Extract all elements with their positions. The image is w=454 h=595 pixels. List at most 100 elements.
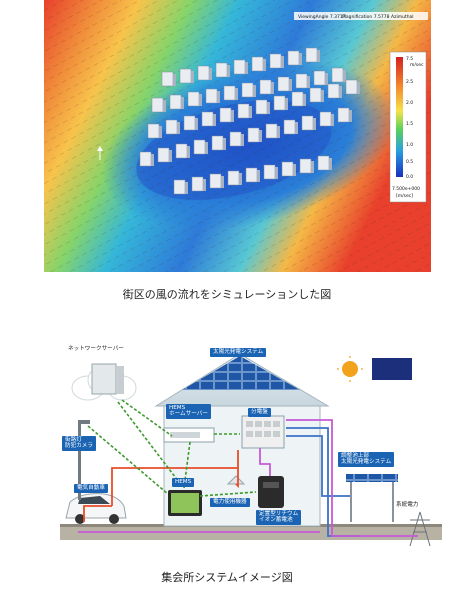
building-shadow (173, 74, 176, 86)
building-block (161, 71, 174, 87)
building-shadow (267, 102, 270, 114)
electric-car-label: 電気自動車 (74, 484, 108, 493)
building-block (233, 59, 246, 75)
building-block (147, 123, 160, 139)
power-devices-label: 電力使用機器 (210, 498, 250, 507)
building-block (247, 127, 260, 143)
building-shadow (199, 94, 202, 106)
building-shadow (263, 59, 266, 71)
building-shadow (343, 70, 346, 82)
solar-system-label: 太陽光発電システム (210, 348, 267, 357)
electric-car-icon (65, 493, 127, 524)
building-shadow (293, 164, 296, 176)
building-shadow (289, 79, 292, 91)
magnification-readout: Magnification 7.5778 (342, 14, 390, 20)
building-blocks (139, 47, 360, 195)
legend-tick: 2.0 (406, 100, 413, 106)
system-caption: 集会所システムイメージ図 (161, 571, 293, 584)
building-block (281, 161, 294, 177)
legend-tick: 1.0 (406, 142, 413, 148)
network-server-label: ネットワークサーバー (68, 346, 124, 352)
building-shadow (187, 146, 190, 158)
ground (60, 526, 442, 540)
building-block (301, 115, 314, 131)
building-block (173, 179, 186, 195)
building-shadow (317, 50, 320, 62)
building-shadow (195, 118, 198, 130)
building-shadow (271, 82, 274, 94)
legend-tick: 1.5 (406, 121, 413, 127)
building-shadow (241, 134, 244, 146)
building-block (223, 85, 236, 101)
building-shadow (325, 73, 328, 85)
building-shadow (349, 110, 352, 122)
building-shadow (281, 56, 284, 68)
building-shadow (257, 170, 260, 182)
building-block (331, 67, 344, 83)
building-block (227, 170, 240, 186)
building-block (327, 83, 340, 99)
night-sky (372, 358, 412, 380)
building-shadow (295, 122, 298, 134)
legend-unit: m/sec (410, 62, 424, 68)
building-block (345, 79, 358, 95)
building-block (209, 173, 222, 189)
building-shadow (163, 100, 166, 112)
building-shadow (177, 122, 180, 134)
building-shadow (299, 53, 302, 65)
wind-map: ViewingAngle 7.3717 Magnification 7.5778… (44, 0, 431, 272)
building-shadow (221, 176, 224, 188)
building-block (197, 65, 210, 81)
battery-icon (258, 476, 284, 508)
building-block (175, 143, 188, 159)
legend-footer-value: 7.500e+000 (392, 186, 420, 192)
building-block (183, 115, 196, 131)
building-shadow (313, 118, 316, 130)
building-block (309, 87, 322, 103)
building-shadow (311, 161, 314, 173)
building-shadow (185, 182, 188, 194)
building-block (229, 131, 242, 147)
building-block (295, 73, 308, 89)
power-tower-icon (409, 511, 431, 547)
viewing-angle-readout: ViewingAngle 7.3717 (298, 14, 346, 20)
building-block (277, 76, 290, 92)
building-block (179, 68, 192, 84)
building-block (205, 88, 218, 104)
legend-tick: 0.0 (406, 174, 413, 180)
building-shadow (285, 98, 288, 110)
arrow-head-icon (97, 146, 103, 151)
system-drawing (60, 353, 442, 547)
building-shadow (159, 126, 162, 138)
building-block (237, 103, 250, 119)
building-shadow (249, 106, 252, 118)
building-shadow (253, 85, 256, 97)
hems-home-server-label: HEMS ホームサーバー (166, 404, 211, 419)
building-block (313, 70, 326, 86)
building-block (291, 91, 304, 107)
street-light-pole (78, 420, 81, 500)
battery-label: 定置型リチウム イオン蓄電池 (256, 510, 302, 525)
building-block (269, 53, 282, 69)
building-block (139, 151, 152, 167)
pond-solar-label: 調整池上部 太陽光発電システム (338, 452, 395, 467)
building-shadow (277, 126, 280, 138)
building-shadow (303, 94, 306, 106)
building-block (337, 107, 350, 123)
building-shadow (169, 150, 172, 162)
hems-label: HEMS (172, 478, 195, 487)
building-block (305, 47, 318, 63)
legend-tick-top: 7.5 (406, 56, 413, 62)
grid-power-label: 系統電力 (396, 502, 419, 508)
pond-solar-panels (346, 474, 398, 482)
building-block (245, 167, 258, 183)
building-shadow (217, 91, 220, 103)
building-block (187, 91, 200, 107)
building-block (201, 111, 214, 127)
legend-tick: 2.5 (406, 79, 413, 85)
building-shadow (275, 167, 278, 179)
building-shadow (227, 65, 230, 77)
building-block (259, 79, 272, 95)
building-shadow (209, 68, 212, 80)
building-shadow (191, 71, 194, 83)
